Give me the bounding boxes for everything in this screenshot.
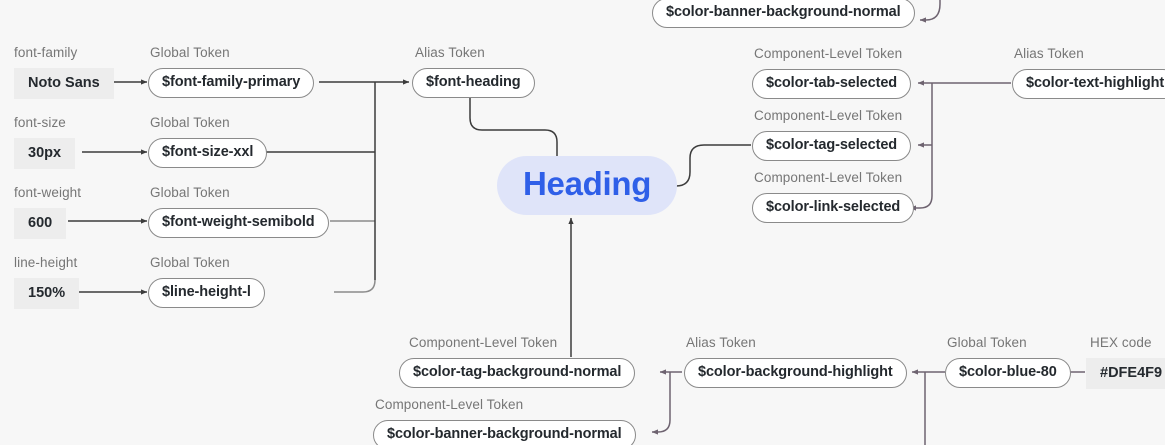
wire-font-heading-to-heading [469, 98, 560, 164]
token-pill[interactable]: $color-background-highlight [684, 358, 907, 388]
caption-alias-background-highlight: Alias Token [686, 335, 756, 350]
token-pill[interactable]: $font-heading [412, 68, 535, 98]
token-font-weight-semibold[interactable]: $font-weight-semibold [148, 208, 329, 238]
token-color-banner-background-normal[interactable]: $color-banner-background-normal [373, 420, 636, 445]
token-color-tag-selected[interactable]: $color-tag-selected [752, 131, 912, 161]
token-color-tag-background-normal[interactable]: $color-tag-background-normal [399, 358, 636, 388]
caption-alias-text-highlight: Alias Token [1014, 46, 1084, 61]
property-value-font-size: 30px [14, 138, 76, 169]
token-pill[interactable]: $color-tag-background-normal [399, 358, 636, 388]
token-banner-background-normal-top[interactable]: $color-banner-background-normal [652, 0, 915, 28]
caption-hex-code: HEX code [1090, 335, 1152, 350]
heading-preview: Heading [497, 156, 678, 215]
value-chip: 30px [14, 138, 76, 169]
token-font-heading[interactable]: $font-heading [412, 68, 535, 98]
property-value-line-height: 150% [14, 278, 80, 309]
token-pill[interactable]: $color-blue-80 [945, 358, 1071, 388]
caption-global-token-3: Global Token [150, 185, 230, 200]
property-value-font-weight: 600 [14, 208, 67, 239]
token-color-text-highlight[interactable]: $color-text-highlight [1012, 69, 1165, 99]
token-pill[interactable]: $font-weight-semibold [148, 208, 329, 238]
property-label-font-weight: font-weight [14, 185, 82, 200]
caption-alias-token-font: Alias Token [415, 45, 485, 60]
heading-text: Heading [497, 156, 678, 215]
caption-global-token-1: Global Token [150, 45, 230, 60]
property-value-font-family: Noto Sans [14, 68, 114, 99]
wire-right-bus [919, 83, 933, 209]
wire-bus-stub-4 [334, 279, 376, 293]
caption-component-token-banner-bg: Component-Level Token [375, 397, 524, 412]
caption-component-token-tag-bg: Component-Level Token [409, 335, 558, 350]
property-label-font-size: font-size [14, 115, 66, 130]
caption-component-token-2: Component-Level Token [754, 108, 903, 123]
caption-global-token-4: Global Token [150, 255, 230, 270]
property-label-font-family: font-family [14, 45, 78, 60]
caption-global-token-2: Global Token [150, 115, 230, 130]
token-pill[interactable]: $color-tag-selected [752, 131, 912, 161]
token-color-blue-80[interactable]: $color-blue-80 [945, 358, 1071, 388]
caption-component-token-3: Component-Level Token [754, 170, 903, 185]
value-chip: #DFE4F9 [1086, 358, 1165, 389]
token-pill[interactable]: $line-height-l [148, 278, 265, 308]
wire-into-top-banner [919, 0, 941, 23]
token-line-height-l[interactable]: $line-height-l [148, 278, 265, 308]
token-font-family-primary[interactable]: $font-family-primary [148, 68, 315, 98]
token-pill[interactable]: $color-link-selected [752, 193, 915, 223]
token-color-background-highlight[interactable]: $color-background-highlight [684, 358, 907, 388]
property-label-line-height: line-height [14, 255, 78, 270]
token-color-tab-selected[interactable]: $color-tab-selected [752, 69, 912, 99]
token-color-link-selected[interactable]: $color-link-selected [752, 193, 915, 223]
token-pill[interactable]: $color-banner-background-normal [652, 0, 915, 28]
token-pill[interactable]: $font-size-xxl [148, 138, 268, 168]
wire-alias-to-banner-bg [651, 372, 671, 435]
value-chip: 150% [14, 278, 80, 309]
caption-component-token-1: Component-Level Token [754, 46, 903, 61]
token-pill[interactable]: $color-banner-background-normal [373, 420, 636, 445]
hex-code-value: #DFE4F9 [1086, 358, 1165, 389]
token-pill[interactable]: $color-text-highlight [1012, 69, 1165, 99]
value-chip: 600 [14, 208, 67, 239]
caption-global-token-blue: Global Token [947, 335, 1027, 350]
token-font-size-xxl[interactable]: $font-size-xxl [148, 138, 268, 168]
token-pill[interactable]: $font-family-primary [148, 68, 315, 98]
value-chip: Noto Sans [14, 68, 114, 99]
token-pill[interactable]: $color-tab-selected [752, 69, 912, 99]
